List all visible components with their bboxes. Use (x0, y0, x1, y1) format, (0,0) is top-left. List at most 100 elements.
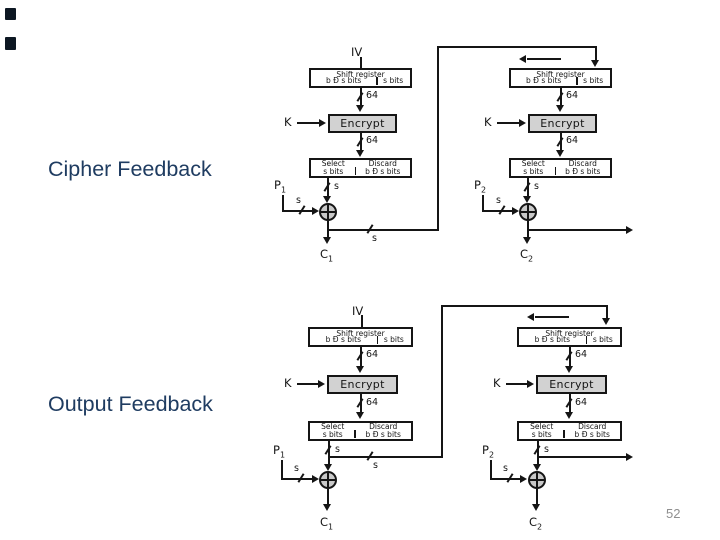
ofb1-bus64-label: 64 (366, 397, 379, 408)
cfb1-bus-line (360, 88, 362, 107)
cfb-feedback-top (437, 46, 597, 48)
cfb2-ciphertext-label: C2 (520, 247, 534, 264)
cfb1-select-discard-box: Select s bits Discard b Ð s bits (309, 158, 412, 178)
ofb1-p-line-v (281, 460, 283, 479)
cfb2-p-s-label: s (496, 195, 501, 206)
cfb2-bus64-label: 64 (566, 135, 579, 146)
shift-register-left-cell: b Ð s bits (534, 335, 570, 344)
arrowhead-right-icon (512, 207, 519, 215)
ofb2-xor-gate (528, 471, 546, 489)
cfb-feedback-vertical (437, 46, 439, 231)
discard-label-2: b Ð s bits (574, 430, 610, 439)
register-divider (585, 336, 588, 344)
select-label-2: s bits (322, 430, 343, 439)
discard-label-1: Discard (369, 422, 398, 431)
cfb1-iv-label: IV (351, 45, 363, 59)
cfb1-iv-line (360, 57, 362, 68)
shift-register-title: Shift register (336, 329, 385, 338)
arrowhead-down-icon (323, 504, 331, 511)
shift-register-title: Shift register (336, 70, 385, 79)
cfb2-encrypt-box: Encrypt (528, 114, 597, 133)
discard-label-1: Discard (568, 159, 597, 168)
ofb2-p-line-h (490, 478, 523, 480)
discard-label-1: Discard (368, 159, 397, 168)
cfb1-key-line (297, 122, 319, 124)
register-divider (576, 77, 578, 85)
ofb2-key-line (506, 383, 527, 385)
ofb-feedback-s-label: s (373, 460, 378, 471)
arrowhead-down-icon (323, 196, 331, 203)
select-divider (554, 167, 557, 175)
encrypt-label: Encrypt (540, 117, 585, 130)
cfb-shift-direction-line (527, 58, 561, 60)
page-number: 52 (666, 506, 681, 521)
arrowhead-down-icon (556, 150, 564, 157)
cfb2-key-label: K (484, 115, 492, 129)
ofb2-key-label: K (493, 376, 501, 390)
cfb2-xor-gate (519, 203, 537, 221)
discard-label-2: b Ð s bits (565, 167, 601, 176)
select-label-1: Select (521, 159, 545, 168)
register-divider (376, 336, 379, 344)
arrowhead-right-icon (520, 475, 527, 483)
cfb2-shift-register-box: Shift register b Ð s bits s bits (509, 68, 612, 88)
ofb2-plaintext-label: P2 (482, 443, 495, 460)
cfb2-s-line (527, 178, 529, 197)
ofb2-shift-register-box: Shift register b Ð s bits s bits (517, 327, 622, 347)
encrypt-label: Encrypt (340, 378, 385, 391)
ofb1-plaintext-label: P1 (273, 443, 286, 460)
ofb2-s-line (537, 441, 539, 465)
select-label-1: Select (321, 422, 345, 431)
arrowhead-down-icon (324, 464, 332, 471)
cfb1-plaintext-label: P1 (274, 178, 287, 195)
cfb1-shift-register-box: Shift register b Ð s bits s bits (309, 68, 412, 88)
discard-label-2: b Ð s bits (365, 167, 401, 176)
arrowhead-down-icon (356, 105, 364, 112)
cfb2-p-line-h (482, 210, 515, 212)
select-divider (354, 167, 357, 175)
ofb-feedback-entry (606, 305, 608, 319)
arrowhead-down-icon (533, 464, 541, 471)
ofb-shift-direction-line (535, 316, 569, 318)
ofb1-encrypt-box: Encrypt (327, 375, 398, 394)
section-title-output-feedback: Output Feedback (48, 392, 213, 416)
ofb2-bus64-label: 64 (575, 349, 588, 360)
arrowhead-right-icon (626, 226, 633, 234)
arrowhead-down-icon (556, 105, 564, 112)
cfb2-select-discard-box: Select s bits Discard b Ð s bits (509, 158, 612, 178)
shift-register-right-cell: s bits (383, 76, 404, 85)
select-label-1: Select (530, 422, 554, 431)
arrowhead-right-icon (312, 475, 319, 483)
cfb2-next-branch (528, 229, 628, 231)
encrypt-label: Encrypt (340, 117, 385, 130)
ofb2-select-discard-box: Select s bits Discard b Ð s bits (517, 421, 622, 441)
ofb2-ciphertext-label: C2 (529, 515, 543, 532)
arrowhead-right-icon (519, 119, 526, 127)
shift-register-right-cell: s bits (592, 335, 613, 344)
ofb1-s-label: s (335, 444, 340, 455)
register-divider (376, 77, 378, 85)
discard-label-2: b Ð s bits (365, 430, 401, 439)
arrowhead-down-icon (532, 504, 540, 511)
cfb2-key-line (497, 122, 519, 124)
arrowhead-right-icon (527, 380, 534, 388)
ofb1-bus-line (360, 347, 362, 367)
arrowhead-left-icon (519, 55, 526, 63)
ofb1-iv-label: IV (352, 304, 364, 318)
corner-mark-icon (5, 8, 16, 20)
shift-register-right-cell: s bits (583, 76, 604, 85)
cfb2-plaintext-label: P2 (474, 178, 487, 195)
cfb1-bus64-label: 64 (366, 90, 379, 101)
ofb2-p-line-v (490, 460, 492, 479)
arrowhead-down-icon (356, 412, 364, 419)
cfb2-s-label: s (534, 181, 539, 192)
ofb1-shift-register-box: Shift register b Ð s bits s bits (308, 327, 413, 347)
shift-register-title: Shift register (545, 329, 594, 338)
cfb2-bus-line (560, 88, 562, 107)
ofb2-encrypt-box: Encrypt (536, 375, 607, 394)
cfb1-p-line-h (282, 210, 315, 212)
corner-mark-icon (5, 37, 16, 50)
section-title-cipher-feedback: Cipher Feedback (48, 157, 212, 181)
ofb1-bus64-label: 64 (366, 349, 379, 360)
